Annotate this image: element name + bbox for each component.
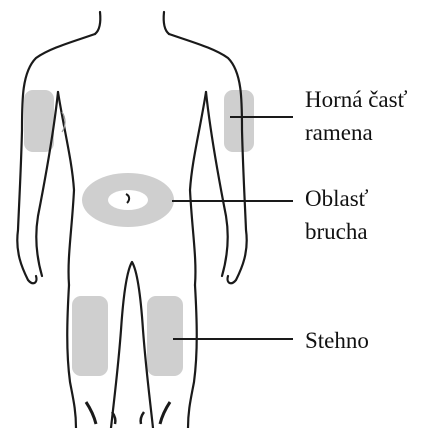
left-shoulder-arm-outline xyxy=(169,34,247,283)
thigh-label: Stehno xyxy=(305,324,369,357)
inner-legs-outline xyxy=(111,262,153,428)
right-knee-mark xyxy=(86,402,96,424)
abdomen-label-line-2: brucha xyxy=(305,215,369,248)
neck-right-line xyxy=(95,12,100,34)
right-arm-injection-zone xyxy=(24,90,54,152)
thigh-label-line-1: Stehno xyxy=(305,324,369,357)
left-torso-outline xyxy=(190,92,206,285)
left-knee-mark xyxy=(160,402,170,424)
left-thigh-injection-zone xyxy=(147,296,183,376)
upper-arm-label-line-2: ramena xyxy=(305,116,407,149)
neck-left-line xyxy=(164,12,169,34)
upper-arm-label: Horná časť ramena xyxy=(305,83,407,149)
abdomen-label: Oblasť brucha xyxy=(305,182,369,248)
right-shoulder-arm-outline xyxy=(17,34,95,283)
right-torso-outline xyxy=(58,92,74,285)
upper-arm-label-line-1: Horná časť xyxy=(305,83,407,116)
abdomen-label-line-1: Oblasť xyxy=(305,182,369,215)
right-thigh-injection-zone xyxy=(72,296,108,376)
left-leg-outline xyxy=(188,285,197,428)
left-inner-knee-mark xyxy=(141,412,144,424)
left-arm-injection-zone xyxy=(224,90,254,152)
